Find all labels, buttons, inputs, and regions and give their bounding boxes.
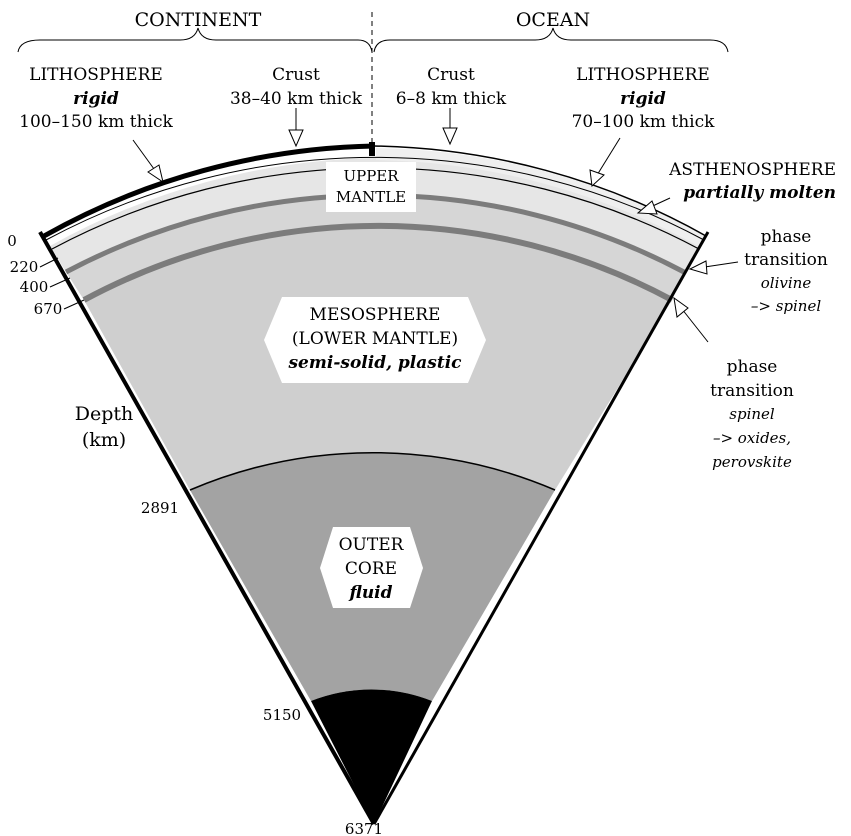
- continental-crust-surface: [42, 143, 375, 239]
- upper-mantle-label-box: [326, 162, 416, 212]
- ocean-brace: [373, 27, 729, 53]
- phase-transition-1-line1: phase: [761, 227, 812, 247]
- crust-boundary-marker: [369, 142, 375, 156]
- mesosphere-property: semi-solid, plastic: [287, 353, 462, 373]
- phase-transition-1-line3: olivine: [761, 274, 812, 292]
- asthenosphere-property: partially molten: [683, 183, 836, 203]
- transition-zone-band: [66, 195, 684, 300]
- continent-lithosphere-thickness: 100–150 km thick: [19, 112, 173, 132]
- depth-label-line1: Depth: [75, 403, 134, 425]
- continent-header: CONTINENT: [135, 9, 262, 31]
- depth-tick-400: 400: [20, 278, 49, 296]
- outer-core-line2: CORE: [345, 559, 397, 579]
- depth-tick-670: 670: [34, 300, 63, 318]
- phase-transition-1-line4: –> spinel: [751, 297, 821, 315]
- continent-lithosphere-title: LITHOSPHERE: [29, 65, 163, 85]
- continent-crust-thickness: 38–40 km thick: [230, 89, 363, 109]
- depth-tick-2891: 2891: [141, 499, 179, 517]
- mesosphere-line2: (LOWER MANTLE): [292, 329, 458, 349]
- phase-transition-1-line2: transition: [744, 250, 828, 270]
- tick-line-220: [39, 257, 59, 268]
- ocean-crust-title: Crust: [427, 65, 475, 85]
- ocean-crust-pointer: [442, 108, 458, 146]
- phase-transition-2-line1: phase: [727, 357, 778, 377]
- crust-base-line: [45, 156, 705, 241]
- continent-lithosphere-property: rigid: [73, 89, 119, 109]
- depth-tick-6371: 6371: [345, 820, 383, 836]
- continent-crust-pointer: [288, 108, 304, 148]
- continent-lithosphere-pointer: [132, 139, 164, 184]
- mesosphere-label-box: [264, 297, 486, 383]
- tick-line-670: [63, 299, 85, 310]
- inner-core-fill: [311, 689, 432, 824]
- ocean-lithosphere-property: rigid: [620, 89, 666, 109]
- depth-tick-5150: 5150: [263, 706, 301, 724]
- left-edge: [38, 231, 376, 825]
- phase-transition-1-pointer: [688, 260, 739, 275]
- phase-transition-2-line4: –> oxides,: [713, 429, 791, 447]
- ocean-crust-thickness: 6–8 km thick: [396, 89, 507, 109]
- continent-brace: [17, 27, 373, 53]
- phase-transition-2-pointer: [673, 296, 709, 343]
- depth-label-line2: (km): [82, 429, 126, 451]
- ocean-lithosphere-pointer: [589, 137, 621, 188]
- asthenosphere-title: ASTHENOSPHERE: [668, 160, 836, 180]
- ocean-lithosphere-title: LITHOSPHERE: [576, 65, 710, 85]
- continent-crust-title: Crust: [272, 65, 320, 85]
- core-mantle-boundary: [189, 452, 556, 491]
- oceanic-crust-surface: [373, 145, 707, 237]
- tick-line-400: [49, 277, 71, 288]
- ocean-lithosphere-thickness: 70–100 km thick: [572, 112, 716, 132]
- transition-boundary-line: [82, 222, 674, 303]
- outer-core-property: fluid: [348, 583, 392, 603]
- outer-core-line1: OUTER: [339, 535, 405, 555]
- phase-transition-2-line2: transition: [710, 381, 794, 401]
- phase-transition-2-line5: perovskite: [712, 453, 792, 471]
- ocean-header: OCEAN: [516, 9, 590, 31]
- right-edge: [372, 231, 710, 825]
- outer-core-label-box: [320, 527, 423, 608]
- asthenosphere-pointer: [636, 197, 671, 215]
- phase-transition-2-line3: spinel: [729, 405, 775, 423]
- upper-mantle-line2: MANTLE: [336, 188, 406, 206]
- upper-mantle-line1: UPPER: [343, 167, 399, 185]
- depth-tick-220: 220: [10, 258, 39, 276]
- depth-tick-0: 0: [7, 232, 17, 250]
- mesosphere-line1: MESOSPHERE: [310, 305, 441, 325]
